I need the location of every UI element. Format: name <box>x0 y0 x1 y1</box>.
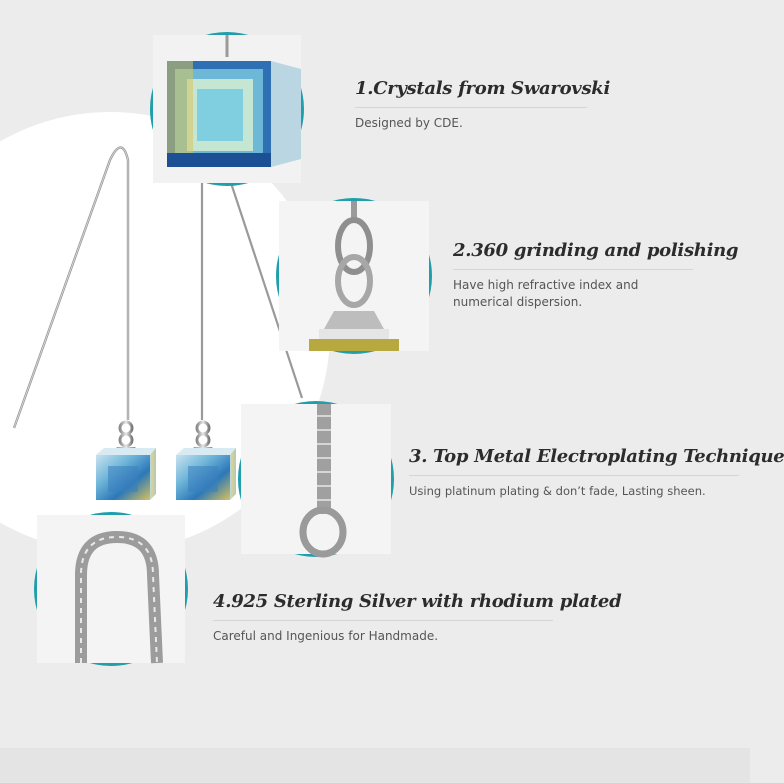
feature-4-title: 4.925 Sterling Silver with rhodium plate… <box>213 591 622 612</box>
detail-bubble-crystal <box>150 32 304 186</box>
chain-hook-icon <box>37 515 185 664</box>
detail-bubble-plating <box>238 401 394 558</box>
earring-product-image <box>12 146 304 500</box>
feature-3-divider <box>409 475 739 476</box>
feature-3: 3. Top Metal Electroplating Technique Us… <box>409 446 784 500</box>
box-chain-icon <box>241 404 391 558</box>
feature-2-divider <box>453 269 693 270</box>
detail-bubble-silver <box>34 512 188 666</box>
feature-1-divider <box>355 107 587 108</box>
feature-4: 4.925 Sterling Silver with rhodium plate… <box>213 591 622 645</box>
product-feature-page: 1.Crystals from Swarovski Designed by CD… <box>0 32 784 783</box>
crystal-cube-icon <box>153 35 301 183</box>
chain-link-icon <box>279 201 429 351</box>
bottom-strip <box>0 748 750 783</box>
feature-1: 1.Crystals from Swarovski Designed by CD… <box>355 78 611 132</box>
feature-3-title: 3. Top Metal Electroplating Technique <box>409 446 784 467</box>
feature-4-desc: Careful and Ingenious for Handmade. <box>213 629 439 643</box>
feature-4-divider <box>213 620 553 621</box>
feature-1-desc: Designed by CDE. <box>355 116 463 130</box>
feature-2: 2.360 grinding and polishing Have high r… <box>453 240 739 311</box>
detail-bubble-polishing <box>276 198 432 354</box>
feature-2-desc: Have high refractive index and numerical… <box>453 278 639 309</box>
feature-1-title: 1.Crystals from Swarovski <box>355 78 611 99</box>
feature-3-desc: Using platinum plating & don’t fade, Las… <box>409 484 706 498</box>
feature-2-title: 2.360 grinding and polishing <box>453 240 739 261</box>
